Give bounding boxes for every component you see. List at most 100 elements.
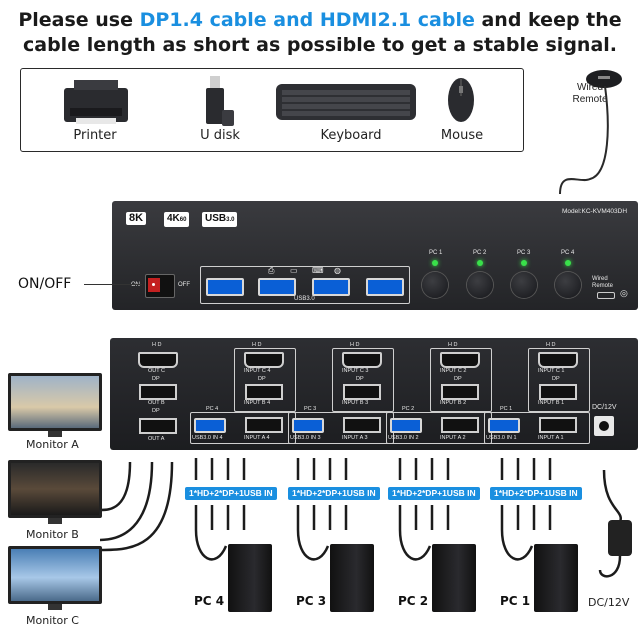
dc-jack[interactable] (594, 416, 614, 436)
out-a-label: OUT A (148, 436, 165, 442)
pc-button-label-4: PC 4 (561, 250, 575, 256)
front-usb-port-1[interactable] (206, 278, 244, 296)
cable-tag-pc3: 1*HD+2*DP+1USB IN (288, 487, 380, 500)
pc-button-label-2: PC 2 (473, 250, 487, 256)
udisk-small-icon: ▭ (290, 266, 298, 275)
mouse-icon (446, 76, 476, 124)
printer-icon (60, 78, 132, 126)
monitor-a-stand (48, 431, 62, 437)
remote-cable (559, 85, 609, 195)
pc1-tower (534, 544, 578, 612)
usb-in-label: USB3.0 IN 3 (290, 435, 321, 441)
keyboard-icon (276, 82, 416, 122)
monitor-c-stand (48, 604, 62, 610)
out-a-dp-port[interactable] (139, 418, 177, 434)
input-b-dp-port[interactable] (441, 384, 479, 400)
group-pc-label: PC 3 (304, 406, 317, 412)
mouse-small-icon: ◍ (334, 266, 341, 275)
input-c-hdmi-port[interactable] (440, 352, 480, 368)
pc-led-4 (565, 260, 571, 266)
pc-button-4[interactable] (555, 272, 581, 298)
front-usb-port-2[interactable] (258, 278, 296, 296)
pc2-label: PC 2 (398, 594, 429, 608)
input-c-label: INPUT C 1 (538, 368, 565, 374)
input-dp-label: DP (356, 376, 364, 382)
input-a-label: INPUT A 2 (440, 435, 466, 441)
front-usb-port-4[interactable] (366, 278, 404, 296)
pc-button-2[interactable] (467, 272, 493, 298)
usb-disk-icon (198, 74, 238, 128)
cable-tag-pc2: 1*HD+2*DP+1USB IN (388, 487, 480, 500)
headline-part2: and keep the (474, 9, 622, 31)
badge-4k-text: 4K (167, 213, 180, 224)
pc-led-3 (521, 260, 527, 266)
usb-in-port[interactable] (488, 418, 520, 433)
usb-in-port[interactable] (390, 418, 422, 433)
group-hd-label: H D (252, 342, 262, 348)
cables-drawing (99, 458, 622, 578)
front-usb-port-3[interactable] (312, 278, 350, 296)
input-b-dp-port[interactable] (245, 384, 283, 400)
switch-dot (152, 283, 155, 286)
remote-jack-icon: ◎ (620, 288, 628, 298)
usb-in-label: USB3.0 IN 2 (388, 435, 419, 441)
group-pc-label: PC 4 (206, 406, 219, 412)
peripheral-label-u-disk: U disk (200, 128, 240, 143)
input-b-label: INPUT B 2 (440, 400, 467, 406)
input-a-dp-port[interactable] (539, 417, 577, 433)
group-hd-label: H D (350, 342, 360, 348)
out-b-dp-port[interactable] (139, 384, 177, 400)
pc-button-label-1: PC 1 (429, 250, 443, 256)
input-c-hdmi-port[interactable] (244, 352, 284, 368)
model-number: Model:KC-KVM403DH (562, 208, 628, 215)
input-c-hdmi-port[interactable] (342, 352, 382, 368)
input-b-dp-port[interactable] (539, 384, 577, 400)
out-c-hdmi-port[interactable] (138, 352, 178, 368)
monitor-b-label: Monitor B (26, 528, 79, 541)
dc-jack-label: DC/12V (592, 404, 617, 411)
pc-button-3[interactable] (511, 272, 537, 298)
input-c-label: INPUT C 4 (244, 368, 271, 374)
badge-8k: 8K (126, 212, 147, 225)
pc3-label: PC 3 (296, 594, 327, 608)
input-dp-label: DP (552, 376, 560, 382)
on-off-pointer (84, 284, 142, 285)
pc-button-1[interactable] (422, 272, 448, 298)
wired-remote-port[interactable] (597, 292, 615, 299)
badge-usb: USB3.0 (202, 212, 238, 227)
headline-part1: Please use (18, 9, 140, 31)
group-hd-label: H D (448, 342, 458, 348)
pc2-tower (432, 544, 476, 612)
badge-usb-sub: 3.0 (226, 217, 235, 223)
input-b-dp-port[interactable] (343, 384, 381, 400)
badge-4k: 4K60 (164, 212, 190, 227)
remote-device-icon (584, 68, 624, 90)
headline-line2: cable length as short as possible to get… (23, 34, 617, 56)
input-group-box (234, 348, 296, 412)
power-adapter-icon (608, 520, 632, 556)
input-a-dp-port[interactable] (245, 417, 283, 433)
usb-in-port[interactable] (292, 418, 324, 433)
pc-led-2 (477, 260, 483, 266)
usb-in-label: USB3.0 IN 1 (486, 435, 517, 441)
monitor-b-screen (8, 460, 102, 518)
badge-4k-sub: 60 (179, 217, 187, 223)
input-b-label: INPUT B 4 (244, 400, 271, 406)
out-c-label: OUT C (148, 368, 166, 374)
out-dp2-label: DP (152, 408, 160, 414)
monitor-a-label: Monitor A (26, 438, 79, 451)
switch-off-label: OFF (178, 282, 190, 288)
input-c-label: INPUT C 2 (440, 368, 467, 374)
group-pc-label: PC 1 (500, 406, 513, 412)
out-dp1-label: DP (152, 376, 160, 382)
input-a-dp-port[interactable] (343, 417, 381, 433)
pc3-tower (330, 544, 374, 612)
input-group-box (430, 348, 492, 412)
input-c-hdmi-port[interactable] (538, 352, 578, 368)
wired-remote-port-label: Wired Remote (592, 276, 614, 289)
out-b-label: OUT B (148, 400, 165, 406)
usb-in-port[interactable] (194, 418, 226, 433)
input-a-dp-port[interactable] (441, 417, 479, 433)
headline: Please use DP1.4 cable and HDMI2.1 cable… (0, 8, 640, 58)
power-switch[interactable] (145, 274, 175, 298)
